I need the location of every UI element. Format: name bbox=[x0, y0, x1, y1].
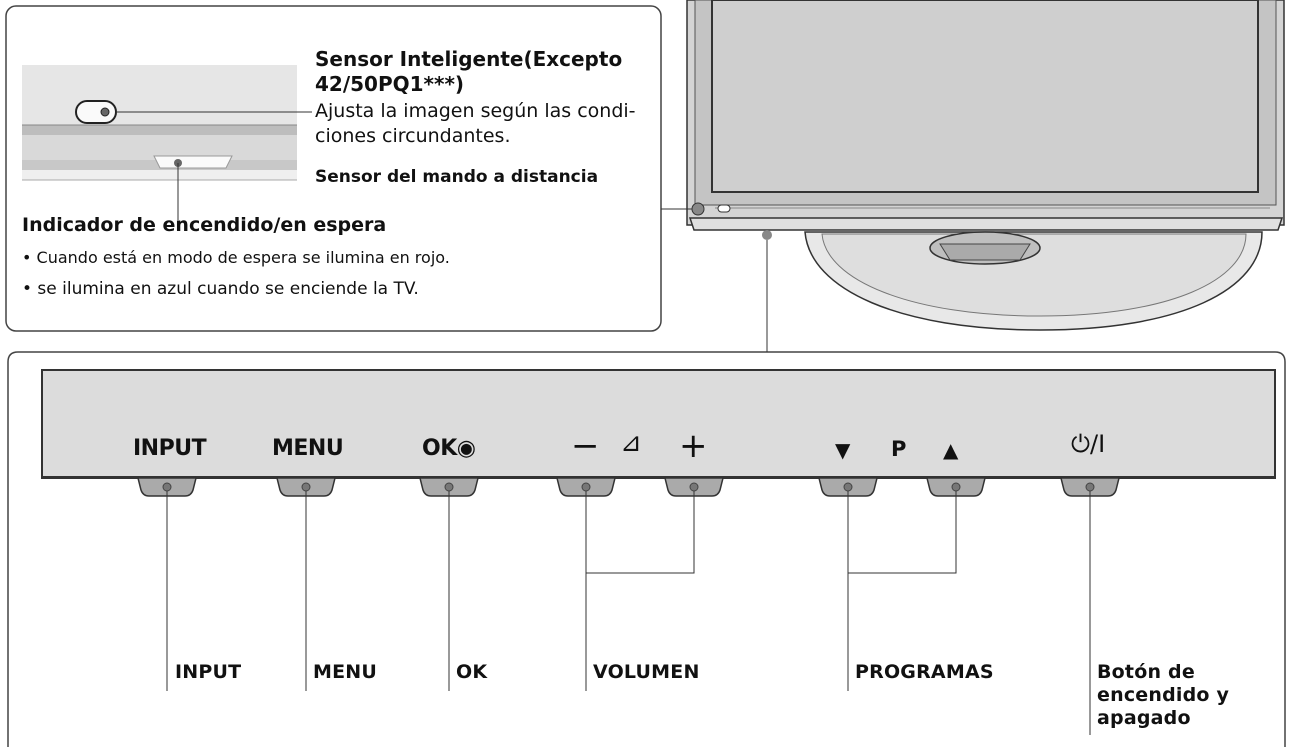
remote-sensor-label: Sensor del mando a distancia bbox=[315, 167, 599, 187]
power-icon: ⏻/I bbox=[1071, 430, 1106, 458]
program-p-label: P bbox=[891, 437, 907, 461]
menu-callout-label: MENU bbox=[313, 661, 378, 683]
ok-button-label: OK◉ bbox=[422, 436, 476, 461]
power-indicator-bullet-on: • se ilumina en azul cuando se enciende … bbox=[22, 279, 419, 299]
button-strip bbox=[41, 369, 1276, 479]
remote-sensor-window bbox=[153, 155, 233, 169]
volume-icon: ⊿ bbox=[620, 428, 642, 458]
volume-minus-label: − bbox=[571, 426, 600, 466]
ok-callout-label: OK bbox=[456, 661, 488, 683]
power-indicator-bullet-standby: • Cuando está en modo de espera se ilumi… bbox=[22, 248, 450, 267]
power-indicator-title: Indicador de encendido/en espera bbox=[22, 214, 387, 236]
smart-sensor-title-model: 42/50PQ1***) bbox=[315, 72, 465, 96]
smart-sensor-desc-line2: ciones circundantes. bbox=[315, 125, 511, 147]
volume-callout-label: VOLUMEN bbox=[593, 661, 700, 683]
programs-callout-label: PROGRAMAS bbox=[855, 661, 994, 683]
inset-bezel-top bbox=[22, 65, 297, 125]
power-callout-label-line1: Botón de bbox=[1097, 661, 1195, 683]
input-callout-label: INPUT bbox=[175, 661, 242, 683]
power-callout-label-line2: encendido y bbox=[1097, 684, 1230, 706]
menu-button-label: MENU bbox=[272, 436, 344, 461]
panel-outer-box bbox=[7, 351, 1286, 747]
smart-sensor-desc-line1: Ajusta la imagen según las condi- bbox=[315, 100, 636, 122]
smart-sensor-window bbox=[75, 100, 117, 124]
volume-plus-label: + bbox=[679, 426, 708, 466]
input-button-label: INPUT bbox=[133, 436, 207, 461]
program-up-icon: ▲ bbox=[943, 438, 959, 462]
smart-sensor-title: Sensor Inteligente(Excepto bbox=[315, 47, 623, 71]
tv-illustration bbox=[686, 0, 1285, 331]
power-callout-label-line3: apagado bbox=[1097, 707, 1191, 729]
program-down-icon: ▼ bbox=[835, 438, 851, 462]
